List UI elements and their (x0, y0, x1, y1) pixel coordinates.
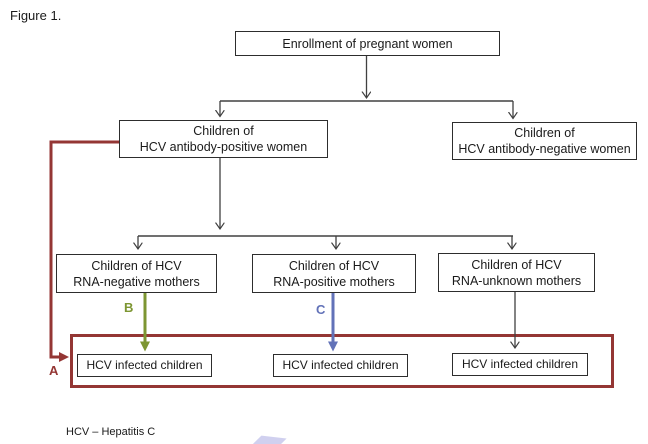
infected-children-outline-box (70, 334, 614, 388)
node-rna-positive: Children of HCV RNA-positive mothers (252, 254, 416, 293)
node-infected-children-3: HCV infected children (452, 353, 588, 376)
arrow-label-b: B (124, 300, 134, 315)
figure-caption: Figure 1. (10, 8, 62, 23)
arrow-a-red (49, 140, 119, 362)
footnote-abbreviation: HCV – Hepatitis C (66, 426, 156, 438)
node-infected-children-1: HCV infected children (77, 354, 212, 377)
arrow-label-c: C (316, 302, 326, 317)
node-antibody-negative: Children of HCV antibody-negative women (452, 122, 637, 160)
arrow-label-a: A (49, 363, 59, 378)
node-infected-children-2: HCV infected children (273, 354, 408, 377)
watermark-swoosh (251, 435, 287, 444)
node-antibody-positive: Children of HCV antibody-positive women (119, 120, 328, 158)
node-enrollment: Enrollment of pregnant women (235, 31, 500, 56)
node-rna-unknown: Children of HCV RNA-unknown mothers (438, 253, 595, 292)
node-rna-negative: Children of HCV RNA-negative mothers (56, 254, 217, 293)
